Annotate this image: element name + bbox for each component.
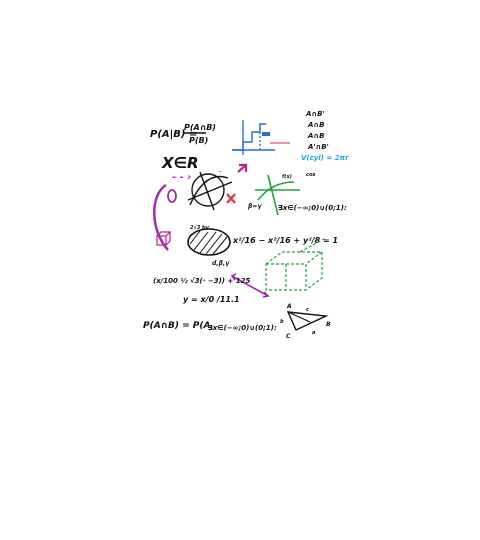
- triangle-side-c: c: [306, 307, 309, 313]
- beta-label: d,β,γ: [212, 260, 230, 267]
- prob-denominator: P(B): [189, 136, 208, 145]
- purple-double-arrow: [230, 273, 270, 298]
- prob-numerator: P(A∩B): [184, 123, 216, 132]
- prob-label: P(A|B) =: [150, 129, 197, 140]
- axes-label-1: f(x): [282, 174, 292, 180]
- interval-statement-1: ∃x∈(−∞;0)∪(0;1):: [278, 204, 347, 212]
- circle-graph: [187, 171, 233, 211]
- conditional-probability-formula: P(A|B) = P(A∩B) P(B): [150, 123, 216, 145]
- step-graph-marker: [262, 132, 270, 136]
- green-axes: [255, 174, 300, 216]
- triangle-vertex-c: C: [286, 333, 291, 340]
- circle-graph-axis-y: [199, 171, 215, 211]
- set-item-1: A∩B': [305, 110, 325, 118]
- step-graph-line: [232, 123, 266, 151]
- interval-statement-2: ∃x∈(−∞;0)∪(0;1):: [208, 324, 277, 332]
- volume-formula: V(cyl) = 2πr: [301, 154, 349, 162]
- magenta-arrow: [237, 163, 248, 173]
- x-in-r: X∈R: [161, 154, 199, 172]
- axes-label-2: cos: [306, 172, 315, 178]
- set-item-3: A∩B: [307, 132, 324, 140]
- green-dashed-cube: [265, 237, 327, 291]
- triangle-side-a: a: [312, 330, 316, 336]
- ellipse-label: 2√3 by: [190, 224, 210, 231]
- magenta-dash-arrow: - - ›: [172, 172, 191, 183]
- cosine-expression: (x/100 ½ √3(· −3)) + 125: [153, 277, 250, 285]
- magenta-loop: [167, 189, 177, 203]
- set-item-4: A'∩B': [307, 143, 329, 151]
- circle-graph-circle: [191, 173, 225, 207]
- red-annotation: −: [218, 169, 222, 175]
- red-cross: [226, 193, 236, 204]
- set-item-2: A∩B: [307, 121, 324, 129]
- hatched-ellipse: [187, 228, 231, 256]
- circle-graph-curve: [189, 175, 229, 206]
- y-equation: y = x/0 /11.1: [183, 295, 240, 304]
- set-list: A∩B' A∩B A∩B A'∩B': [305, 110, 329, 151]
- bottom-probability: P(A∩B) = P(A: [143, 321, 210, 331]
- triangle-figure: A B C c b a: [280, 303, 331, 340]
- blue-step-graph: [232, 120, 275, 155]
- triangle-side-b: b: [280, 319, 284, 325]
- ellipse-equation: x²/16 − x²/16 + y²/8 = 1: [232, 236, 338, 245]
- circle-graph-axis-x: [187, 181, 233, 201]
- triangle-vertex-b: B: [326, 321, 331, 328]
- magenta-curve: [153, 183, 169, 251]
- axes-label-3: β=γ: [247, 203, 262, 210]
- triangle-vertex-a: A: [286, 303, 292, 310]
- pink-cube-icon: [156, 231, 172, 246]
